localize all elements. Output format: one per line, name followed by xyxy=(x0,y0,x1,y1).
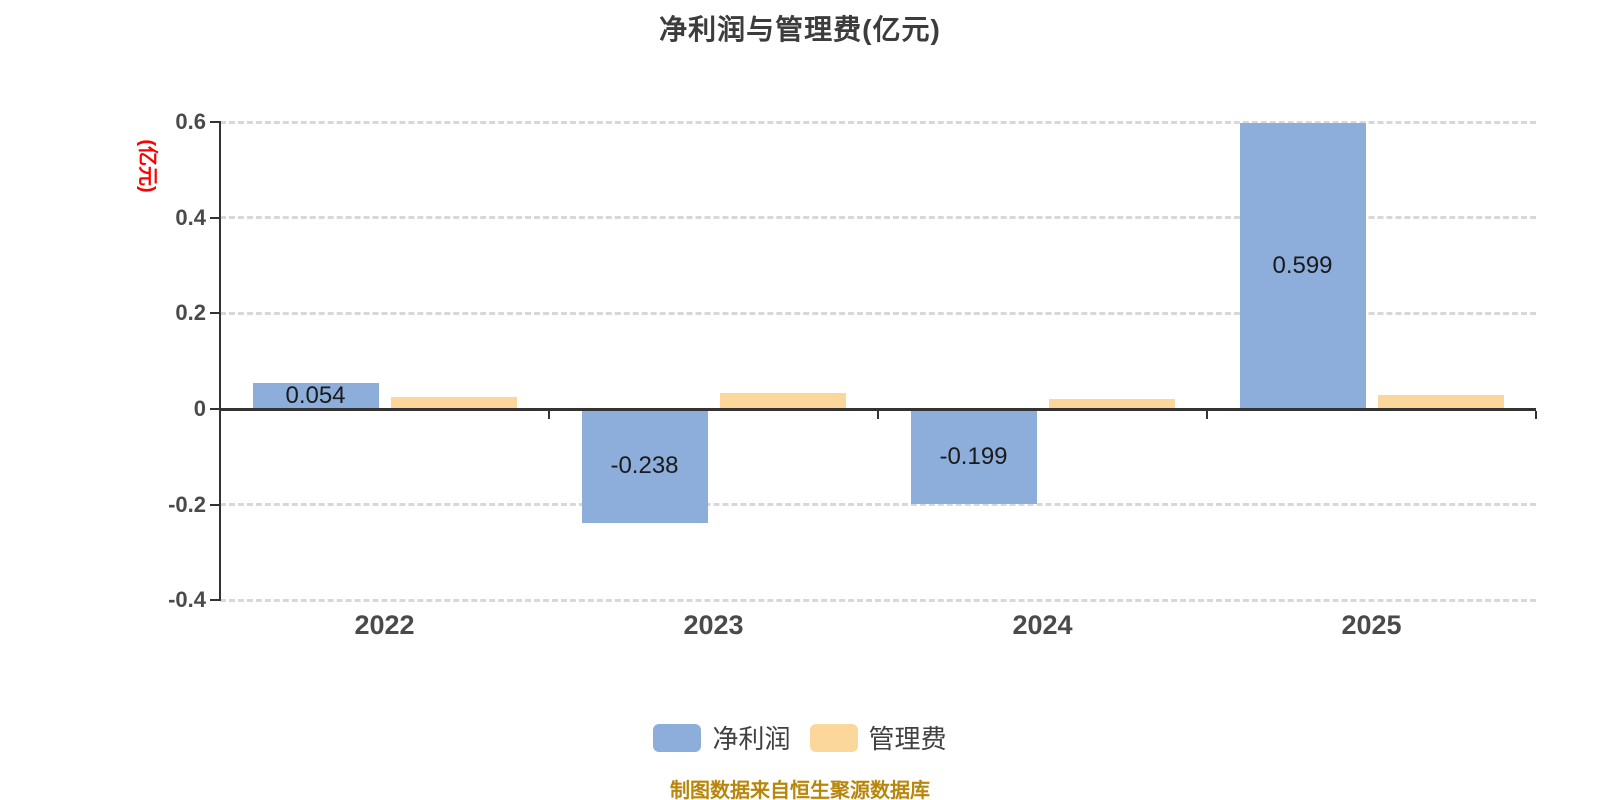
gridline-0.2 xyxy=(220,311,1536,315)
y-axis-tick xyxy=(210,312,221,315)
gridline--0.4 xyxy=(220,598,1536,602)
bar-value-label: 0.599 xyxy=(1272,251,1333,279)
legend-item-net-profit: 净利润 xyxy=(653,719,791,756)
bar-净利润-2023 xyxy=(581,409,708,523)
x-tick-label-2025: 2025 xyxy=(1341,610,1402,641)
y-axis-tick xyxy=(210,216,221,219)
y-axis-tick xyxy=(210,121,221,124)
y-axis-tick xyxy=(210,408,221,410)
x-axis-tick xyxy=(1535,410,1537,419)
x-axis-tick xyxy=(1206,410,1208,419)
bar-净利润-2024 xyxy=(910,409,1037,505)
bar-管理费-2022 xyxy=(390,396,517,409)
x-axis-tick xyxy=(219,410,221,419)
legend-label: 管理费 xyxy=(868,724,947,754)
y-tick-label: -0.4 xyxy=(168,587,206,613)
x-tick-label-2023: 2023 xyxy=(683,610,744,641)
y-axis-line xyxy=(219,122,221,601)
bar-value-label: -0.199 xyxy=(939,442,1008,470)
gridline-0.6 xyxy=(220,120,1536,124)
bar-净利润-2022 xyxy=(252,383,379,409)
y-tick-label: -0.2 xyxy=(168,491,206,517)
y-tick-label: 0.6 xyxy=(175,109,206,135)
legend-item-mgmt-fee: 管理费 xyxy=(809,719,947,756)
x-axis-tick xyxy=(877,410,879,419)
y-tick-label: 0 xyxy=(193,396,206,421)
legend-swatch xyxy=(809,723,858,752)
x-tick-label-2022: 2022 xyxy=(354,610,415,641)
bar-管理费-2025 xyxy=(1377,395,1504,409)
bar-value-label: -0.238 xyxy=(610,451,679,479)
legend: 净利润 管理费 xyxy=(0,719,1600,756)
x-axis-zero-line xyxy=(220,407,1536,411)
x-tick-label-2024: 2024 xyxy=(1012,610,1073,641)
chart-title: 净利润与管理费(亿元) xyxy=(659,14,941,45)
x-axis-tick xyxy=(548,410,550,419)
gridline--0.2 xyxy=(220,503,1536,507)
bar-净利润-2025 xyxy=(1239,122,1366,409)
y-axis-tick xyxy=(210,503,221,506)
bar-管理费-2023 xyxy=(719,393,846,409)
y-tick-label: 0.4 xyxy=(175,204,206,230)
y-tick-label: 0.2 xyxy=(175,300,206,326)
source-note: 制图数据来自恒生聚源数据库 xyxy=(670,780,930,800)
y-axis-tick xyxy=(210,599,221,602)
gridline-0.4 xyxy=(220,216,1536,220)
bar-value-label: 0.054 xyxy=(285,382,346,410)
legend-swatch xyxy=(653,723,702,752)
legend-label: 净利润 xyxy=(712,724,791,754)
bar-管理费-2024 xyxy=(1048,398,1175,409)
